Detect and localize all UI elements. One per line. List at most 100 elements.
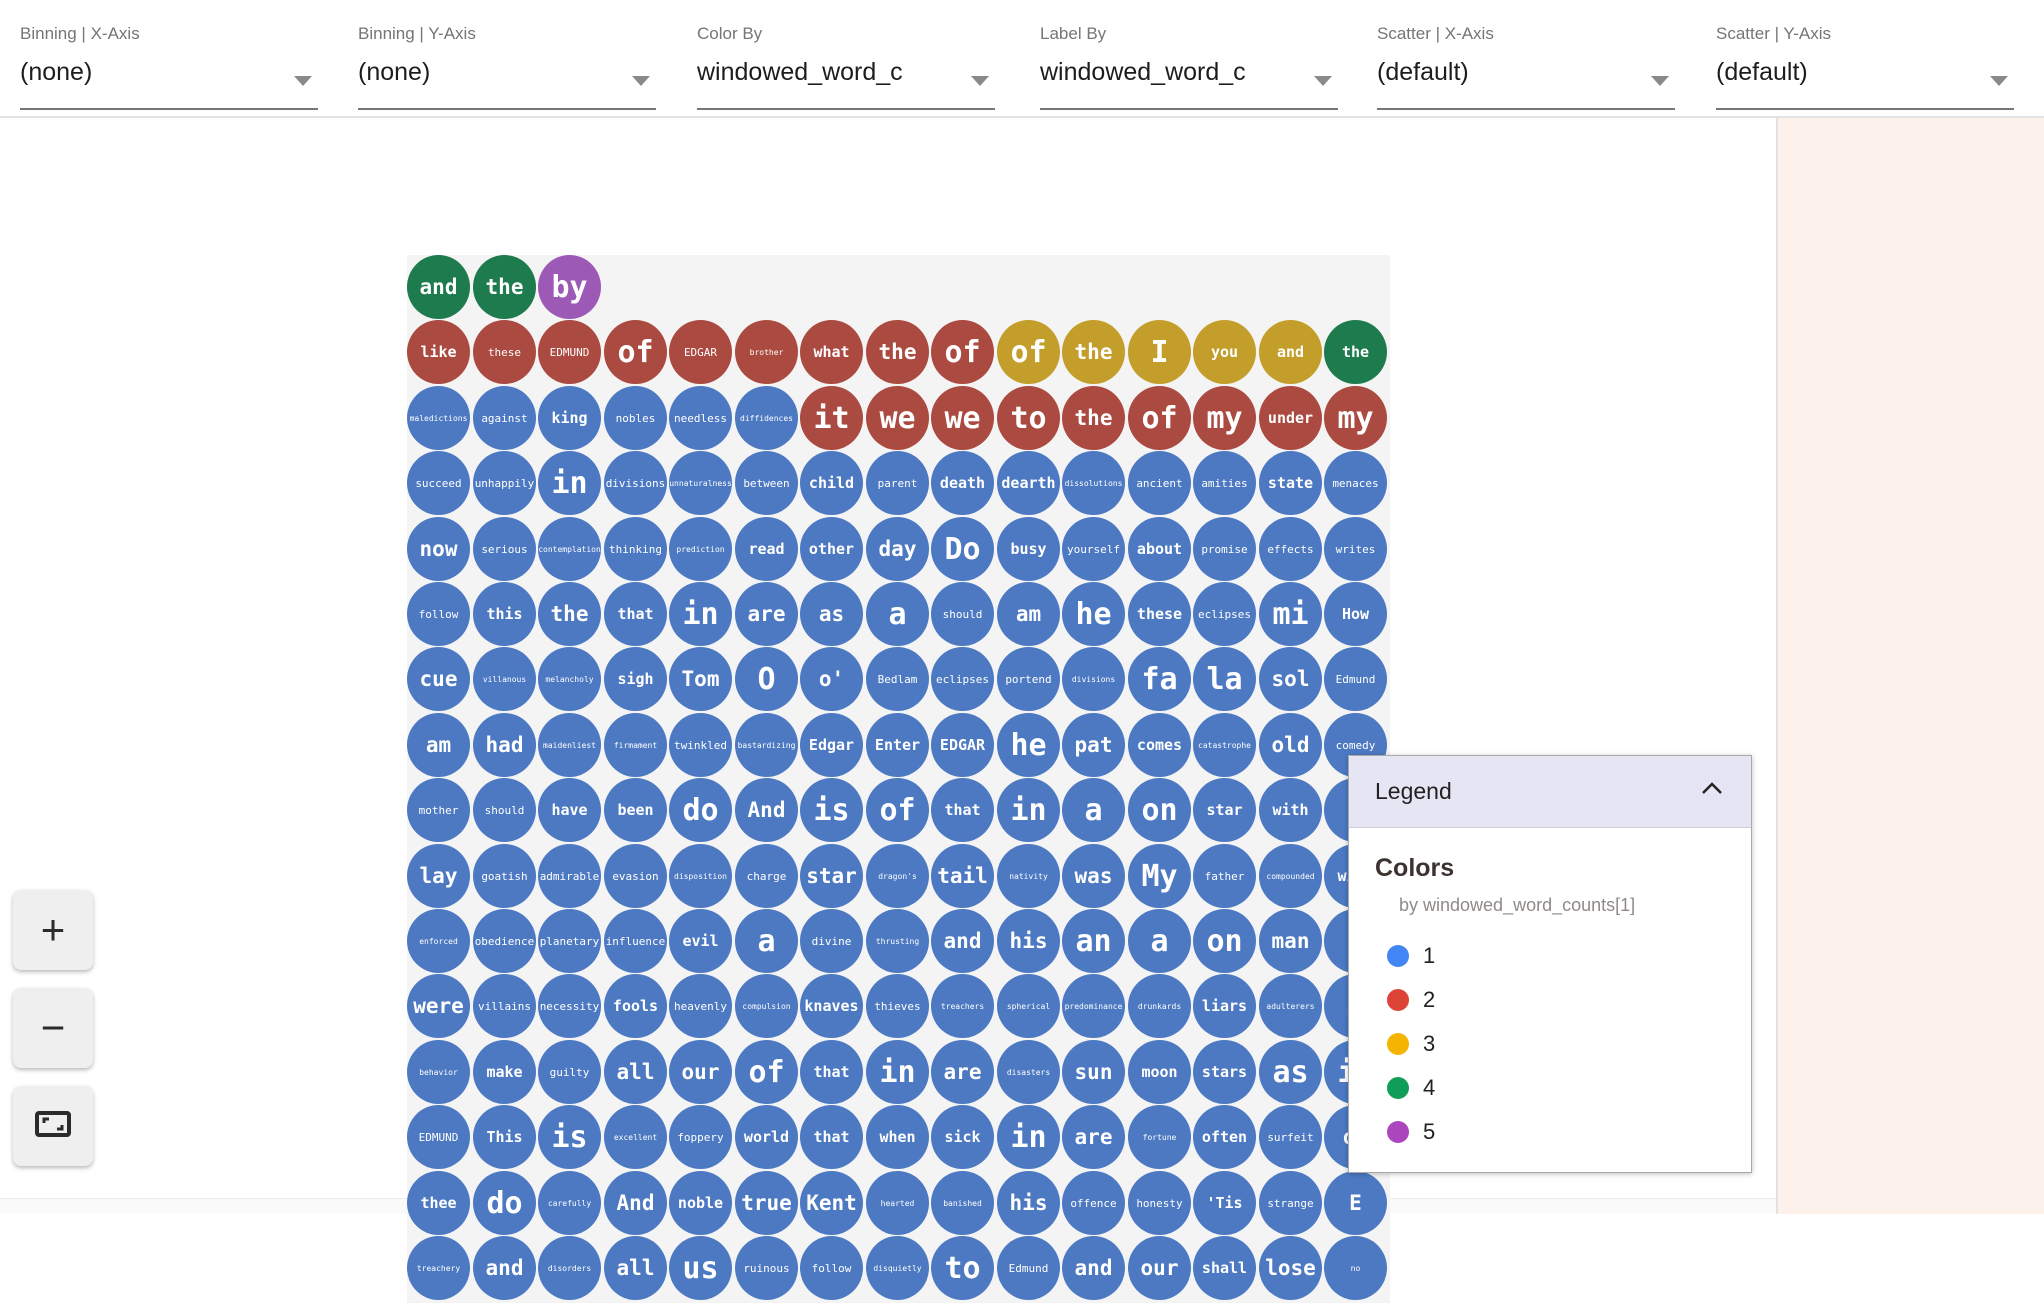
- word-bubble[interactable]: child: [800, 451, 863, 515]
- word-bubble[interactable]: drunkards: [1128, 974, 1191, 1038]
- word-bubble[interactable]: that: [931, 778, 994, 842]
- word-bubble[interactable]: in: [997, 778, 1060, 842]
- word-bubble[interactable]: us: [669, 1236, 732, 1300]
- word-bubble[interactable]: is: [800, 778, 863, 842]
- word-bubble[interactable]: and: [473, 1236, 536, 1300]
- word-bubble[interactable]: This: [473, 1105, 536, 1169]
- word-bubble[interactable]: am: [407, 713, 470, 777]
- word-bubble[interactable]: other: [800, 517, 863, 581]
- word-bubble[interactable]: should: [473, 778, 536, 842]
- word-bubble[interactable]: against: [473, 386, 536, 450]
- dropdown-scatter-y-axis[interactable]: Scatter | Y-Axis (default): [1716, 0, 2014, 118]
- word-bubble[interactable]: surfeit: [1259, 1105, 1322, 1169]
- word-bubble[interactable]: in: [538, 451, 601, 515]
- word-bubble[interactable]: EDGAR: [669, 320, 732, 384]
- word-bubble[interactable]: Kent: [800, 1171, 863, 1235]
- word-bubble[interactable]: on: [1193, 909, 1256, 973]
- word-bubble[interactable]: king: [538, 386, 601, 450]
- word-bubble[interactable]: Edgar: [800, 713, 863, 777]
- zoom-out-button[interactable]: −: [13, 988, 93, 1068]
- word-bubble[interactable]: foppery: [669, 1105, 732, 1169]
- word-bubble[interactable]: yourself: [1062, 517, 1125, 581]
- word-bubble[interactable]: divisions: [604, 451, 667, 515]
- word-bubble[interactable]: effects: [1259, 517, 1322, 581]
- word-bubble[interactable]: is: [538, 1105, 601, 1169]
- word-bubble[interactable]: sigh: [604, 647, 667, 711]
- word-bubble[interactable]: maidenliest: [538, 713, 601, 777]
- word-bubble[interactable]: honesty: [1128, 1171, 1191, 1235]
- word-bubble[interactable]: that: [604, 582, 667, 646]
- word-bubble[interactable]: cue: [407, 647, 470, 711]
- word-bubble[interactable]: I: [1128, 320, 1191, 384]
- word-bubble[interactable]: dragon's: [866, 844, 929, 908]
- word-bubble[interactable]: we: [931, 386, 994, 450]
- word-bubble[interactable]: busy: [997, 517, 1060, 581]
- word-bubble[interactable]: do: [669, 778, 732, 842]
- word-bubble[interactable]: read: [735, 517, 798, 581]
- word-bubble[interactable]: compulsion: [735, 974, 798, 1038]
- word-bubble[interactable]: enforced: [407, 909, 470, 973]
- dropdown-binning-x-axis[interactable]: Binning | X-Axis (none): [20, 0, 318, 118]
- word-bubble[interactable]: liars: [1193, 974, 1256, 1038]
- word-bubble[interactable]: mother: [407, 778, 470, 842]
- word-bubble[interactable]: tail: [931, 844, 994, 908]
- word-bubble[interactable]: brother: [735, 320, 798, 384]
- word-bubble[interactable]: portend: [997, 647, 1060, 711]
- word-bubble[interactable]: thieves: [866, 974, 929, 1038]
- word-bubble[interactable]: all: [604, 1236, 667, 1300]
- word-bubble[interactable]: Bedlam: [866, 647, 929, 711]
- word-bubble[interactable]: planetary: [538, 909, 601, 973]
- word-bubble[interactable]: amities: [1193, 451, 1256, 515]
- word-bubble[interactable]: that: [800, 1105, 863, 1169]
- word-bubble[interactable]: was: [1062, 844, 1125, 908]
- word-bubble[interactable]: succeed: [407, 451, 470, 515]
- word-bubble[interactable]: what: [800, 320, 863, 384]
- word-bubble[interactable]: pat: [1062, 713, 1125, 777]
- word-bubble[interactable]: a: [735, 909, 798, 973]
- word-bubble[interactable]: a: [1128, 909, 1191, 973]
- word-bubble[interactable]: evasion: [604, 844, 667, 908]
- word-bubble[interactable]: the: [866, 320, 929, 384]
- zoom-in-button[interactable]: +: [13, 890, 93, 970]
- word-bubble[interactable]: of: [931, 320, 994, 384]
- word-bubble[interactable]: it: [800, 386, 863, 450]
- word-bubble[interactable]: when: [866, 1105, 929, 1169]
- word-bubble[interactable]: he: [1062, 582, 1125, 646]
- word-bubble[interactable]: carefully: [538, 1171, 601, 1235]
- word-bubble[interactable]: follow: [800, 1236, 863, 1300]
- word-bubble[interactable]: he: [997, 713, 1060, 777]
- word-bubble[interactable]: heavenly: [669, 974, 732, 1038]
- word-bubble[interactable]: unhappily: [473, 451, 536, 515]
- word-bubble[interactable]: his: [997, 909, 1060, 973]
- word-bubble[interactable]: ruinous: [735, 1236, 798, 1300]
- word-bubble[interactable]: often: [1193, 1105, 1256, 1169]
- word-bubble[interactable]: my: [1324, 386, 1387, 450]
- word-bubble[interactable]: our: [669, 1040, 732, 1104]
- word-bubble[interactable]: this: [473, 582, 536, 646]
- word-bubble[interactable]: o': [800, 647, 863, 711]
- word-bubble[interactable]: nobles: [604, 386, 667, 450]
- word-bubble[interactable]: needless: [669, 386, 732, 450]
- word-bubble[interactable]: with: [1259, 778, 1322, 842]
- word-bubble[interactable]: make: [473, 1040, 536, 1104]
- word-bubble[interactable]: charge: [735, 844, 798, 908]
- word-bubble[interactable]: in: [997, 1105, 1060, 1169]
- word-bubble[interactable]: Enter: [866, 713, 929, 777]
- word-bubble[interactable]: disquietly: [866, 1236, 929, 1300]
- word-bubble[interactable]: are: [735, 582, 798, 646]
- word-bubble[interactable]: My: [1128, 844, 1191, 908]
- word-bubble[interactable]: melancholy: [538, 647, 601, 711]
- word-bubble[interactable]: old: [1259, 713, 1322, 777]
- word-bubble[interactable]: of: [997, 320, 1060, 384]
- word-bubble[interactable]: between: [735, 451, 798, 515]
- word-bubble[interactable]: the: [1062, 320, 1125, 384]
- word-bubble[interactable]: E: [1324, 1171, 1387, 1235]
- word-bubble[interactable]: that: [800, 1040, 863, 1104]
- word-bubble[interactable]: maledictions: [407, 386, 470, 450]
- word-bubble[interactable]: under: [1259, 386, 1322, 450]
- word-bubble[interactable]: lose: [1259, 1236, 1322, 1300]
- word-bubble[interactable]: and: [1259, 320, 1322, 384]
- word-bubble[interactable]: prediction: [669, 517, 732, 581]
- word-bubble[interactable]: as: [800, 582, 863, 646]
